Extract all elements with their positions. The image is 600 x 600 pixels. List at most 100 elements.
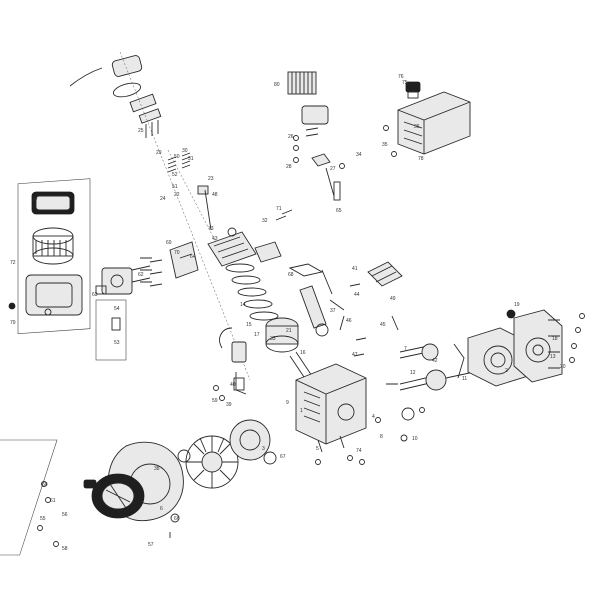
label-79: 79: [10, 320, 16, 326]
label-71: 71: [276, 206, 282, 212]
crankcase: [295, 363, 367, 453]
label-8: 8: [380, 434, 383, 440]
label-23: 23: [208, 176, 214, 182]
label-77: 77: [32, 198, 38, 204]
recoil-starter: [83, 473, 145, 519]
label-70: 70: [174, 250, 180, 256]
label-38: 38: [154, 466, 160, 472]
label-63: 63: [92, 292, 98, 298]
label-57: 57: [148, 542, 154, 548]
label-54: 54: [114, 306, 120, 312]
muffler-assembly: [287, 71, 341, 201]
label-26: 26: [288, 134, 294, 140]
air-filter-frame: [17, 178, 91, 335]
label-53: 53: [114, 340, 120, 346]
label-6: 6: [160, 506, 163, 512]
label-51: 51: [172, 184, 178, 190]
label-16: 16: [300, 350, 306, 356]
label-11: 11: [462, 376, 467, 382]
label-40: 40: [230, 382, 236, 388]
label-42: 42: [432, 358, 438, 364]
label-59: 59: [212, 398, 218, 404]
label-76: 76: [398, 74, 404, 80]
label-10: 10: [412, 436, 418, 442]
starter-pulley: [169, 449, 191, 538]
label-14: 14: [240, 302, 246, 308]
label-65: 65: [336, 208, 342, 214]
label-19: 19: [514, 302, 520, 308]
label-33: 33: [270, 336, 276, 342]
label-46: 46: [346, 318, 352, 324]
label-17: 17: [254, 332, 260, 338]
label-27: 27: [330, 166, 336, 172]
label-45: 45: [380, 322, 386, 328]
label-34: 34: [356, 152, 362, 158]
label-60: 60: [42, 482, 48, 488]
valve-springs: [167, 152, 212, 231]
label-28: 28: [286, 164, 292, 170]
label-55: 55: [40, 516, 46, 522]
label-32: 32: [262, 218, 268, 224]
fasteners: [37, 125, 585, 547]
label-73: 73: [208, 226, 214, 232]
starter-frame: [0, 439, 58, 556]
crankshaft: [399, 343, 475, 421]
label-52: 52: [172, 172, 178, 178]
label-25: 25: [138, 128, 144, 134]
valve-cover-assembly: [69, 51, 251, 381]
label-31: 31: [188, 156, 194, 162]
label-58: 58: [62, 546, 68, 552]
label-29: 29: [156, 150, 162, 156]
label-47: 47: [352, 352, 358, 358]
label-64: 64: [190, 254, 196, 260]
fuel-tank: [397, 81, 471, 155]
label-41: 41: [352, 266, 358, 272]
cylinder-head: [207, 209, 293, 267]
label-22: 22: [174, 192, 180, 198]
label-15: 15: [246, 322, 252, 328]
governor-linkage: [288, 261, 403, 331]
label-43: 43: [212, 236, 218, 242]
label-4: 4: [372, 414, 375, 420]
flywheel: [229, 419, 277, 465]
label-7: 7: [404, 346, 407, 352]
label-30: 30: [182, 148, 188, 154]
label-48: 48: [212, 192, 218, 198]
label-35: 35: [382, 142, 388, 148]
label-69: 69: [166, 240, 172, 246]
label-24: 24: [160, 196, 166, 202]
air-filter-assembly: [8, 191, 83, 316]
label-62: 62: [138, 272, 144, 278]
label-74: 74: [356, 448, 362, 454]
label-72: 72: [10, 260, 16, 266]
label-50: 50: [174, 154, 180, 160]
part-labels: 1 2 3 4 5 6 7 8 9 10 11 12 13 14 15 16 1…: [10, 74, 566, 552]
label-2: 2: [505, 368, 508, 374]
ignition-coil: [219, 327, 247, 395]
label-9: 9: [286, 400, 289, 406]
carburetor-assembly: [95, 259, 163, 361]
crankcase-cover: [506, 309, 563, 383]
label-5: 5: [316, 446, 319, 452]
label-13: 13: [550, 354, 556, 360]
piston-rings: [225, 263, 279, 321]
label-21: 21: [286, 328, 292, 334]
connecting-rod: [299, 285, 329, 337]
label-68: 68: [288, 272, 294, 278]
label-66: 66: [174, 516, 180, 522]
label-37: 37: [330, 308, 336, 314]
label-75: 75: [402, 80, 408, 86]
label-44: 44: [354, 292, 360, 298]
label-39: 39: [226, 402, 232, 408]
label-56: 56: [62, 512, 68, 518]
label-36: 36: [414, 124, 420, 130]
intake-manifold: [169, 241, 199, 279]
label-20: 20: [560, 364, 566, 370]
label-80: 80: [274, 82, 280, 88]
label-18: 18: [552, 336, 558, 342]
label-3: 3: [262, 446, 265, 452]
label-12: 12: [410, 370, 416, 376]
label-67: 67: [280, 454, 286, 460]
piston: [265, 317, 317, 387]
